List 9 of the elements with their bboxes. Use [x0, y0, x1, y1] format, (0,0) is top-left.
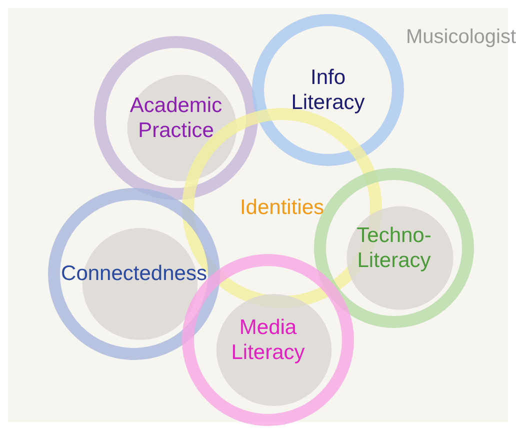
circle-label: Academic Practice [128, 92, 224, 144]
circle-label: Identities [240, 195, 324, 221]
circle-ring [46, 186, 222, 362]
circle-label: Media Literacy [230, 314, 306, 366]
circle-label: Info Literacy [290, 64, 366, 116]
circle-label: Techno-Literacy [356, 222, 432, 274]
note-text: Musicologist [406, 25, 516, 50]
circle-ring [250, 12, 406, 168]
circle-label: Connectedness [61, 261, 207, 287]
